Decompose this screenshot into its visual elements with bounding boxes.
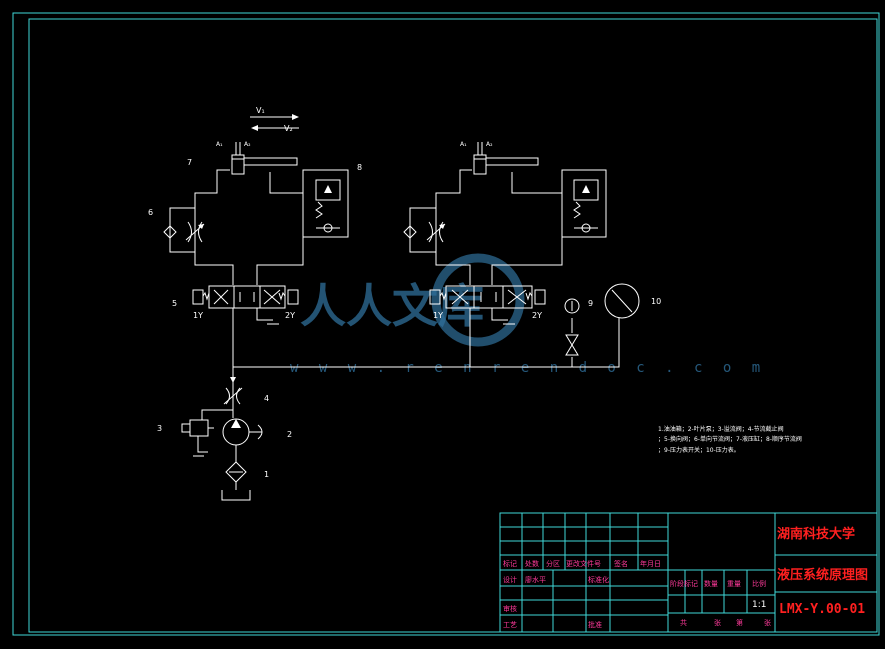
check-throttle-valve-6-right	[403, 207, 446, 253]
label-8: 8	[357, 163, 362, 172]
label-9: 9	[588, 299, 593, 308]
oil-tank-1	[221, 461, 251, 501]
cylinder-7-right	[473, 142, 539, 175]
label-6: 6	[148, 208, 153, 217]
outer-frame	[12, 12, 880, 636]
title-block: 湖南科技大学 液压系统原理图 LMX-Y.00-01 1:1 标记 处数 分区 …	[499, 512, 878, 633]
label-1: 1	[264, 470, 269, 479]
hdr-weight: 重量	[727, 580, 741, 588]
right-circuit: A₁ A₂	[403, 141, 607, 367]
hdr-approve: 批准	[588, 620, 602, 629]
hdr-count: 处数	[525, 559, 539, 568]
solenoid-2y-right: 2Y	[532, 311, 542, 320]
legend-line-1: 1.油油箱；2-叶片泵；3-溢流阀；4-节流截止阀	[658, 425, 784, 433]
area-a2-label-left: A₂	[244, 141, 251, 148]
hdr-sheet: 张	[714, 618, 721, 627]
label-10: 10	[651, 297, 661, 306]
check-throttle-valve-6-left	[163, 207, 205, 253]
inner-frame	[28, 18, 878, 633]
area-a1-label-right: A₁	[460, 141, 467, 148]
label-4: 4	[264, 394, 269, 403]
hdr-process: 工艺	[503, 621, 517, 629]
velocity-v1-label: V₁	[256, 106, 265, 115]
directional-valve-5-left	[192, 285, 299, 325]
hdr-quantity: 数量	[704, 579, 718, 588]
legend-line-3: ；9-压力表开关；10-压力表。	[658, 446, 740, 454]
throttle-valve-4	[223, 367, 243, 418]
hdr-design: 设计	[503, 575, 517, 584]
area-a1-label-left: A₁	[216, 141, 223, 148]
label-7: 7	[187, 158, 192, 167]
component-legend: 1.油油箱；2-叶片泵；3-溢流阀；4-节流截止阀 ；5-换向阀；6-单向节流阀…	[658, 425, 802, 454]
supply-circuit	[181, 283, 640, 501]
watermark-text: 人人文库	[300, 279, 484, 333]
watermark: 人人文库 w w w . r e n r e n d o c . c o m	[290, 253, 766, 376]
drawing-title: 液压系统原理图	[777, 567, 868, 583]
directional-valve-5-right	[429, 285, 546, 325]
component-numbers: 1 2 3 4 5 6 7 8 9 10	[148, 158, 661, 479]
scale-value: 1:1	[752, 600, 766, 610]
hdr-mark: 标记	[503, 559, 517, 568]
hdr-total: 共	[680, 618, 687, 627]
hdr-designer: 廖水平	[525, 575, 546, 584]
cylinder-7-left	[231, 142, 298, 175]
label-3: 3	[157, 424, 162, 433]
left-circuit: V₁ V₂ A₁ A₂	[163, 106, 349, 325]
legend-line-2: ；5-换向阀；6-单向节流阀；7-液压缸；8-顺序节流阀	[658, 435, 802, 443]
hdr-standard: 标准化	[588, 575, 609, 584]
velocity-v2-label: V₂	[284, 124, 293, 133]
label-2: 2	[287, 430, 292, 439]
solenoid-1y-left: 1Y	[193, 311, 203, 320]
label-5: 5	[172, 299, 177, 308]
sequence-valve-8-left	[302, 169, 349, 238]
drawing-code: LMX-Y.00-01	[779, 602, 865, 617]
watermark-url: w w w . r e n r e n d o c . c o m	[290, 360, 766, 376]
relief-valve-3	[181, 409, 233, 457]
hdr-change-doc: 更改文件号	[566, 559, 601, 568]
school-name: 湖南科技大学	[777, 526, 855, 542]
solenoid-1y-right: 1Y	[433, 311, 443, 320]
hdr-page-unit: 张	[764, 618, 771, 627]
sequence-valve-8-right	[561, 169, 607, 238]
vane-pump-2	[222, 418, 263, 462]
pressure-gauge-switch-9	[564, 298, 580, 356]
hdr-stage-mark: 阶段标记	[670, 579, 698, 588]
hdr-review: 审核	[503, 604, 517, 613]
hdr-scale: 比例	[752, 579, 766, 588]
hdr-sign: 签名	[614, 559, 628, 568]
solenoid-2y-left: 2Y	[285, 311, 295, 320]
area-a2-label-right: A₂	[486, 141, 493, 148]
hdr-page: 第	[736, 618, 743, 627]
pressure-gauge-10	[604, 283, 640, 319]
hdr-date: 年月日	[640, 559, 661, 568]
hdr-zone: 分区	[546, 559, 560, 568]
